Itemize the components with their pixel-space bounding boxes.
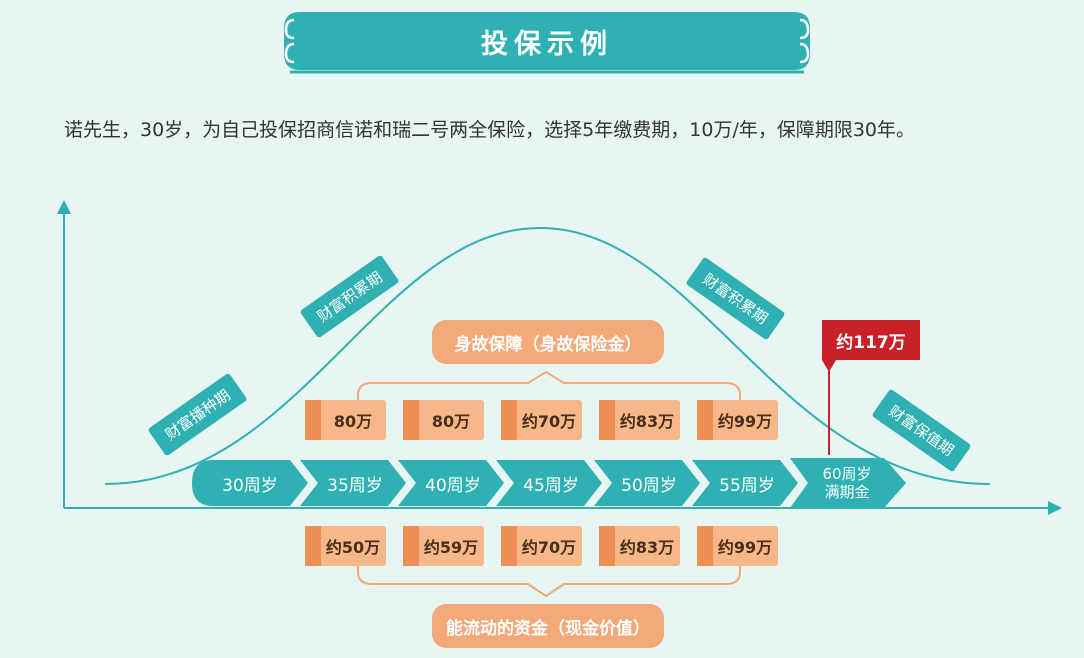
death-benefit-value: 约83万 (599, 400, 680, 440)
maturity-amount-flag: 约117万 (822, 320, 920, 360)
age-label: 35周岁 (327, 475, 383, 496)
maturity-label: 满期金 (824, 483, 870, 501)
death-benefit-value: 约99万 (697, 400, 778, 440)
age-label: 40周岁 (425, 475, 481, 496)
intro-text: 诺先生，30岁，为自己投保招商信诺和瑞二号两全保险，选择5年缴费期，10万/年，… (64, 119, 916, 141)
death-benefit-value: 约70万 (501, 400, 582, 440)
cash-value: 约99万 (697, 526, 778, 566)
death-benefit-header: 身故保障（身故保险金） (432, 320, 664, 364)
age-label: 45周岁 (523, 475, 579, 496)
page-title: 投保示例 (481, 28, 613, 60)
cash-value: 约59万 (403, 526, 484, 566)
age-label: 50周岁 (621, 475, 677, 496)
cash-value: 约70万 (501, 526, 582, 566)
cash-value: 约50万 (305, 526, 386, 566)
maturity-age-label: 60周岁 满期金 (802, 458, 892, 508)
cash-value-header: 能流动的资金（现金价值） (432, 604, 664, 648)
age-label: 30周岁 (222, 475, 278, 496)
cash-value: 约83万 (599, 526, 680, 566)
death-benefit-value: 80万 (403, 400, 484, 440)
maturity-age: 60周岁 (822, 465, 872, 483)
title-banner: 投保示例 (282, 10, 812, 78)
age-label: 55周岁 (719, 475, 775, 496)
death-benefit-value: 80万 (305, 400, 386, 440)
